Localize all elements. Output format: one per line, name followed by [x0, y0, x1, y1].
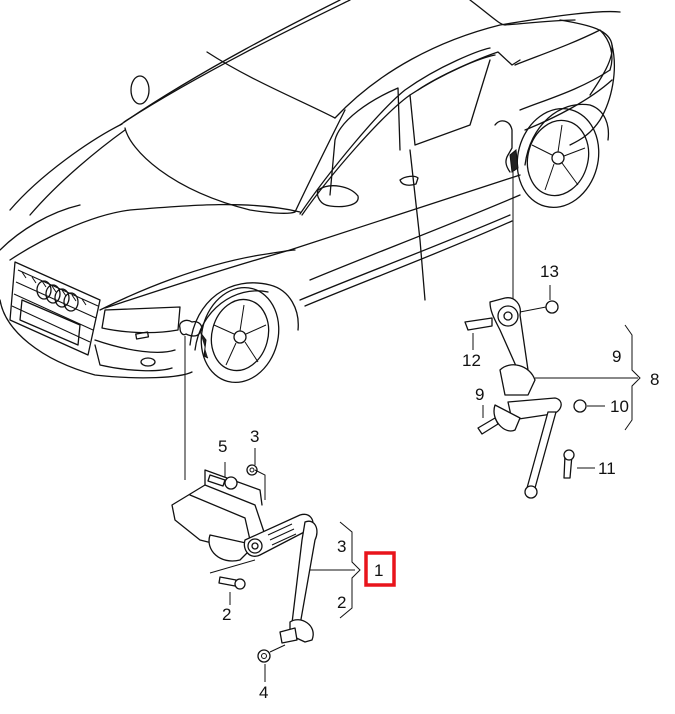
callout-front-bolt-2: 2 [222, 605, 231, 624]
callout-rear-bolt-12: 12 [462, 351, 481, 370]
front-wheel-icon [200, 286, 280, 384]
front-sensor-on-car [179, 319, 203, 337]
rear-sensor-on-car [494, 120, 513, 173]
callout-front-nut-4: 4 [259, 683, 268, 702]
callout-rear-bolt-11: 11 [598, 459, 616, 478]
rear-link-rod [526, 411, 557, 489]
rear-wheel-icon [516, 107, 600, 209]
callout-labels: 5 3 2 4 3 2 1 13 12 9 9 8 10 11 [218, 262, 659, 702]
door-mirror-icon [316, 185, 359, 208]
callout-rear-nut-13: 13 [540, 262, 559, 281]
callout-rear-bolt-9: 9 [475, 385, 484, 404]
callout-rear-bracket-9: 9 [612, 347, 621, 366]
callout-rear-sensor-8: 8 [650, 370, 659, 389]
car-illustration [0, 0, 621, 480]
front-bolt-5 [207, 474, 226, 487]
highlight-box-part-1 [364, 551, 396, 587]
rear-level-sensor-assembly [464, 285, 641, 499]
callout-front-nut-3: 3 [250, 427, 259, 446]
front-nut-3 [246, 464, 258, 476]
brand-logo-rings [36, 280, 79, 312]
callout-rear-nut-10: 10 [610, 397, 629, 416]
rear-nut-13 [545, 300, 559, 314]
rear-nut-10 [573, 399, 587, 413]
callout-front-sensor-1[interactable]: 1 [374, 561, 383, 580]
front-grille [9, 261, 101, 356]
callout-front-bracket-2: 2 [337, 593, 346, 612]
rear-bolt-12 [464, 317, 493, 331]
front-level-sensor-assembly [171, 448, 361, 682]
rear-bolt-9 [477, 417, 499, 435]
callout-front-bracket-3: 3 [337, 537, 346, 556]
door-handle-icon [399, 175, 419, 186]
fog-lamp [140, 357, 156, 367]
front-bolt-2 [218, 576, 237, 587]
front-nut-4 [257, 649, 271, 663]
rear-sensor-body [493, 404, 521, 432]
callout-front-bolt-5: 5 [218, 437, 227, 456]
headlamp [101, 306, 181, 334]
side-mirror-icon [130, 75, 150, 105]
